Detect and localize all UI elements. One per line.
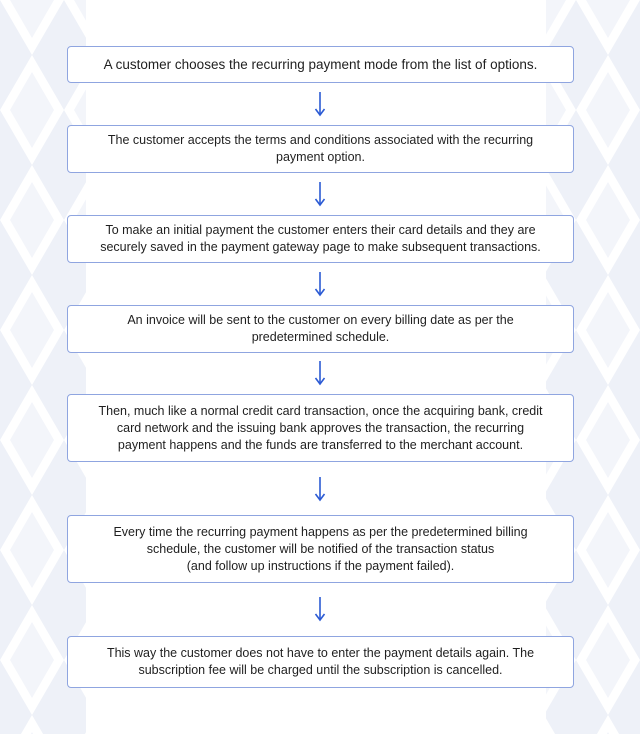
step-6-box: Every time the recurring payment happens… [67, 515, 574, 583]
arrow-down-icon [314, 182, 326, 207]
step-2-box: The customer accepts the terms and condi… [67, 125, 574, 173]
step-3-box: To make an initial payment the customer … [67, 215, 574, 263]
content-panel [86, 0, 546, 734]
step-7-box: This way the customer does not have to e… [67, 636, 574, 688]
arrow-down-icon [314, 477, 326, 502]
step-6-text: Every time the recurring payment happens… [113, 524, 528, 573]
step-7-text: This way the customer does not have to e… [106, 646, 535, 677]
arrow-down-icon [314, 597, 326, 622]
step-4-box: An invoice will be sent to the customer … [67, 305, 574, 353]
step-5-text: Then, much like a normal credit card tra… [98, 403, 543, 452]
step-2-text: The customer accepts the terms and condi… [107, 133, 534, 164]
arrow-down-icon [314, 92, 326, 117]
step-4-text: An invoice will be sent to the customer … [127, 313, 514, 344]
arrow-down-icon [314, 272, 326, 297]
step-1-box: A customer chooses the recurring payment… [67, 46, 574, 83]
step-1-text: A customer chooses the recurring payment… [103, 57, 538, 72]
arrow-down-icon [314, 361, 326, 386]
step-5-box: Then, much like a normal credit card tra… [67, 394, 574, 462]
step-3-text: To make an initial payment the customer … [100, 223, 541, 254]
